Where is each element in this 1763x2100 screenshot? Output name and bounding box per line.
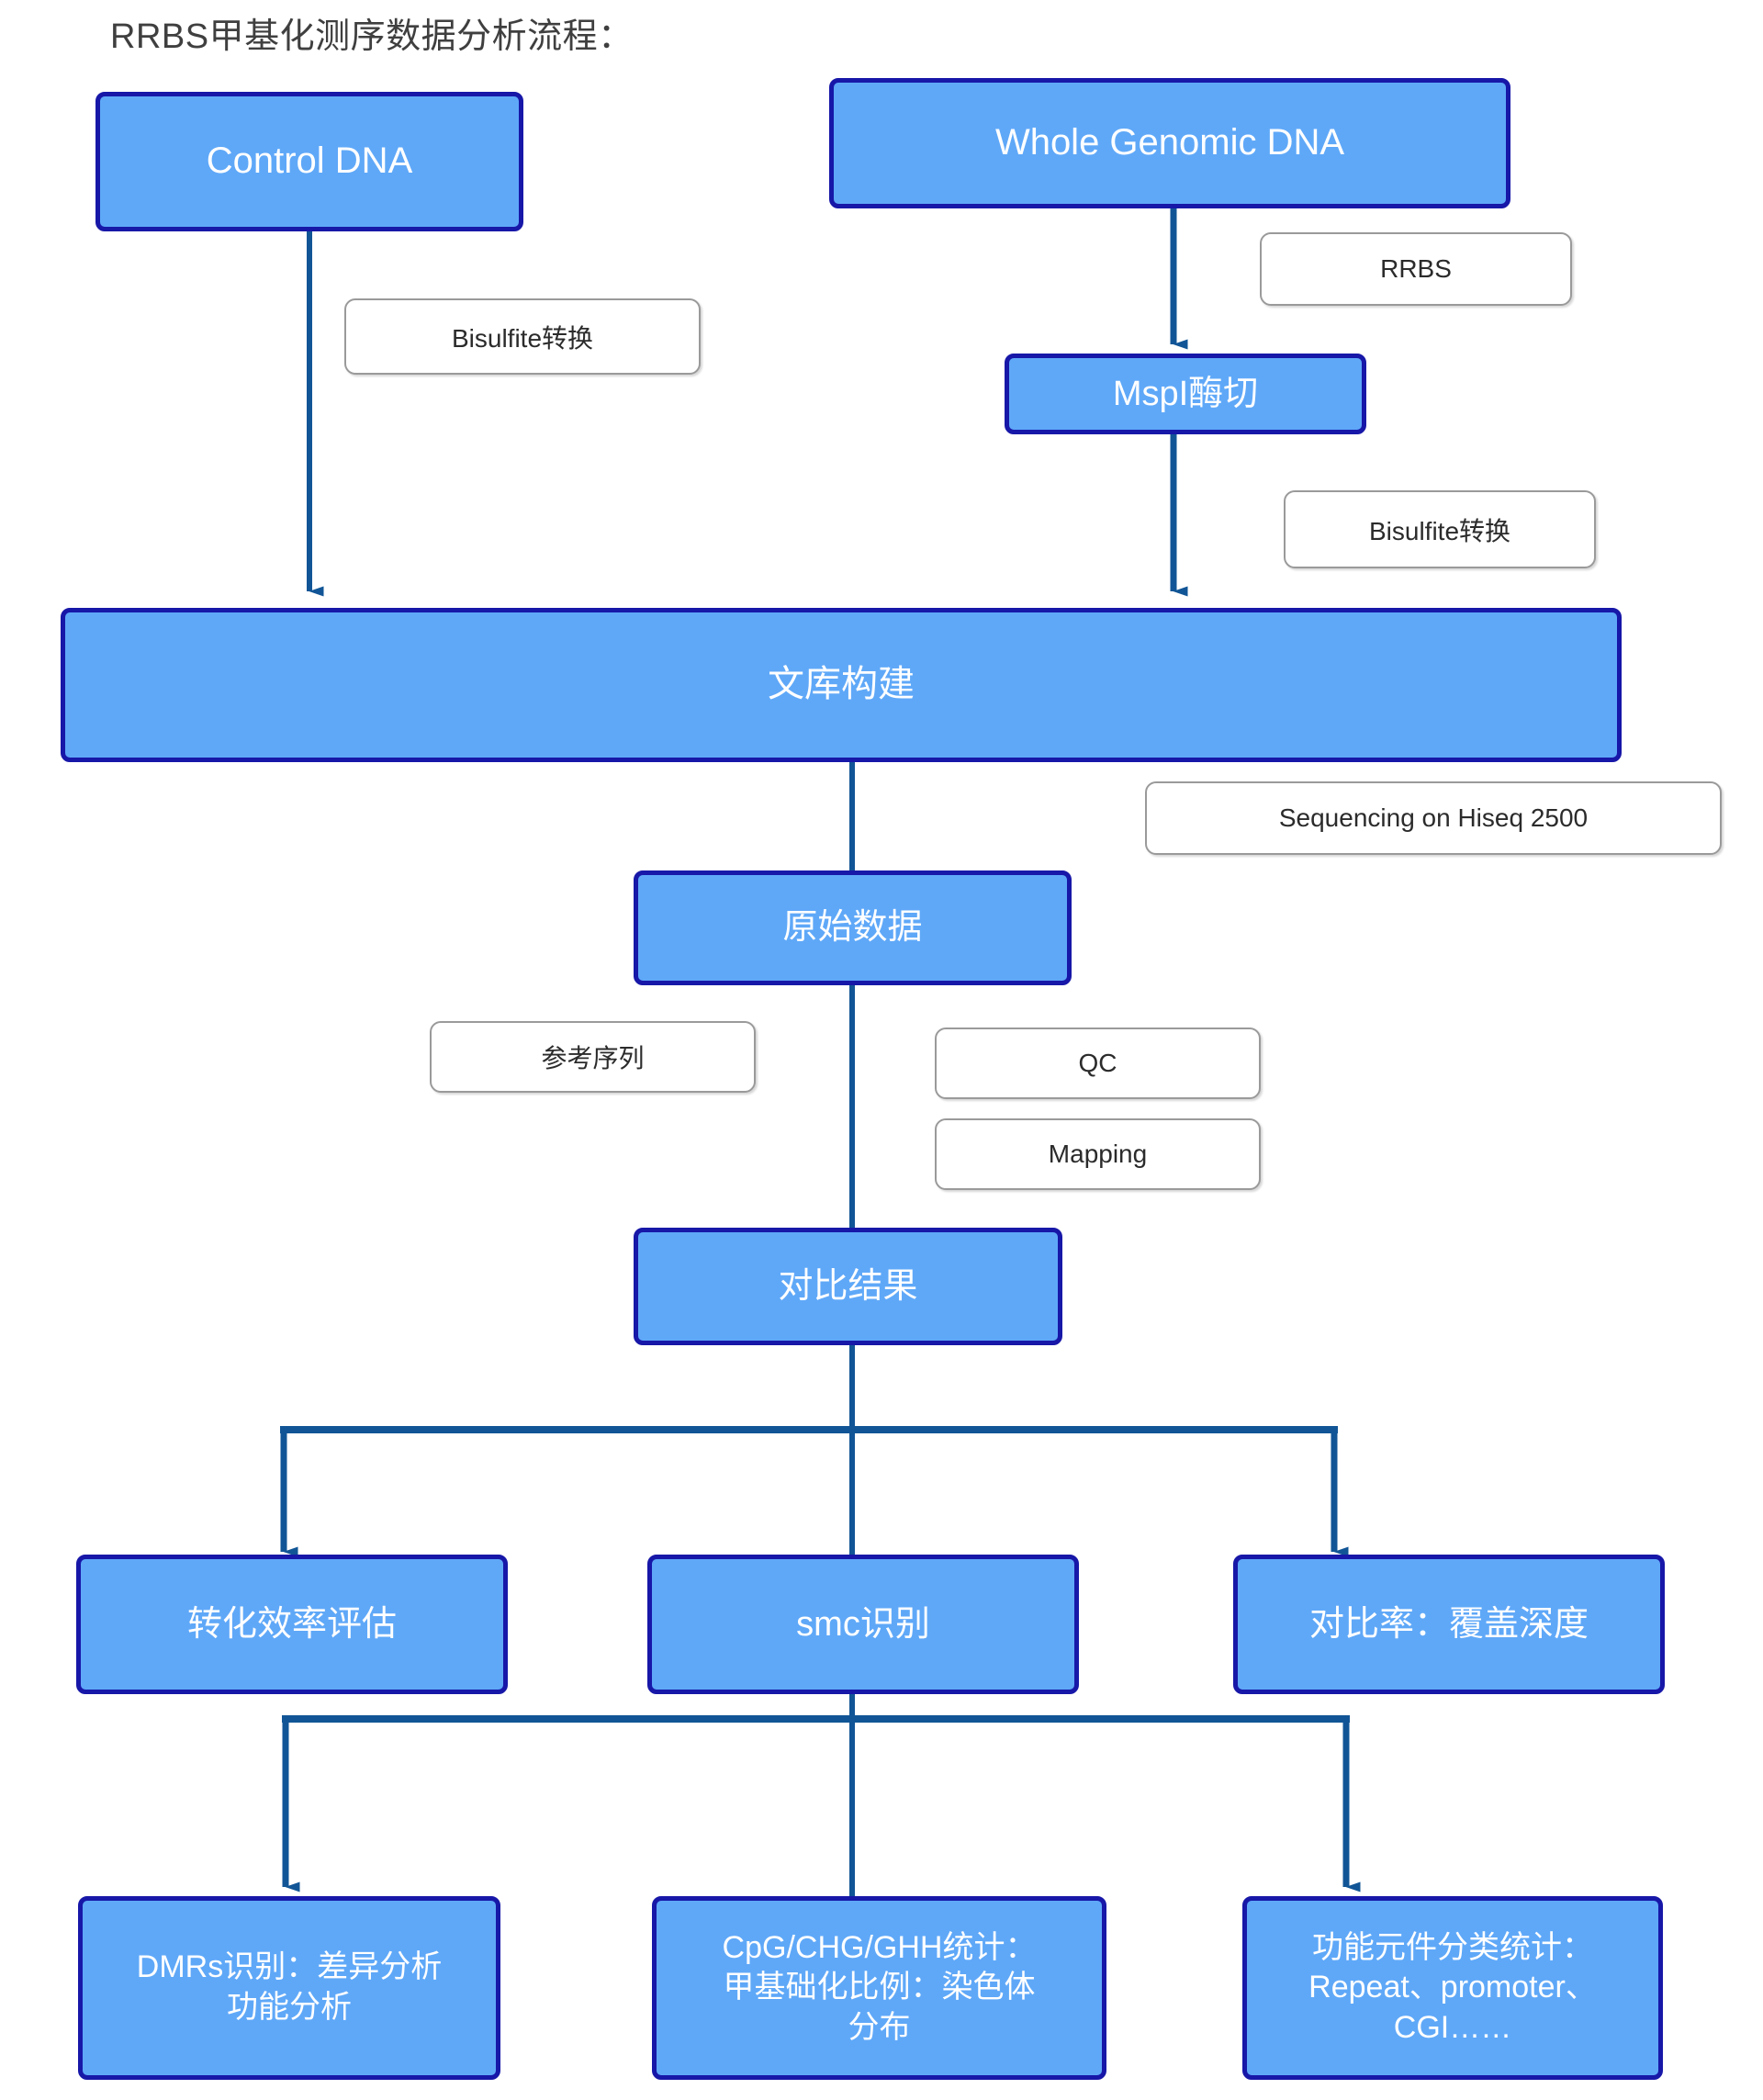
node-cpg-stats-label: CpG/CHG/GHH统计： 甲基础化比例：染色体 分布 — [722, 1929, 1037, 2045]
node-mspi-digestion[interactable]: MspI酶切 — [1005, 354, 1366, 434]
node-smc-identification-label: smc识别 — [796, 1604, 930, 1644]
node-raw-data[interactable]: 原始数据 — [634, 870, 1072, 985]
node-library-construction[interactable]: 文库构建 — [61, 608, 1622, 762]
node-raw-data-label: 原始数据 — [782, 908, 923, 948]
node-dmrs-label: DMRs识别：差异分析 功能分析 — [136, 1949, 443, 2025]
edge-label-bisulfite-right-text: Bisulfite转换 — [1368, 516, 1511, 545]
node-control-dna[interactable]: Control DNA — [95, 92, 523, 231]
edge-label-rrbs-text: RRBS — [1380, 254, 1452, 283]
edge-label-bisulfite-right[interactable]: Bisulfite转换 — [1284, 490, 1596, 568]
edge-label-bisulfite-left[interactable]: Bisulfite转换 — [344, 298, 701, 375]
edge-label-bisulfite-left-text: Bisulfite转换 — [451, 323, 594, 353]
node-mapping-rate-depth-label: 对比率：覆盖深度 — [1308, 1604, 1589, 1644]
node-alignment-result[interactable]: 对比结果 — [634, 1228, 1062, 1345]
edge-label-sequencing[interactable]: Sequencing on Hiseq 2500 — [1145, 781, 1722, 855]
node-functional-elements[interactable]: 功能元件分类统计： Repeat、promoter、 CGI…… — [1242, 1896, 1663, 2080]
node-smc-identification[interactable]: smc识别 — [647, 1555, 1079, 1694]
edge-label-rrbs[interactable]: RRBS — [1260, 232, 1572, 306]
node-mspi-digestion-label: MspI酶切 — [1112, 374, 1259, 413]
node-whole-genomic-dna-label: Whole Genomic DNA — [994, 122, 1345, 163]
node-conversion-efficiency[interactable]: 转化效率评估 — [76, 1555, 508, 1694]
node-functional-elements-label: 功能元件分类统计： Repeat、promoter、 CGI…… — [1308, 1929, 1597, 2045]
node-dmrs[interactable]: DMRs识别：差异分析 功能分析 — [78, 1896, 500, 2080]
node-whole-genomic-dna[interactable]: Whole Genomic DNA — [829, 78, 1510, 208]
edge-label-qc-text: QC — [1078, 1049, 1117, 1077]
edge-label-reference-sequence-text: 参考序列 — [541, 1044, 645, 1072]
edge-label-qc[interactable]: QC — [935, 1028, 1261, 1099]
edge-label-reference-sequence[interactable]: 参考序列 — [430, 1021, 756, 1093]
page-title: RRBS甲基化测序数据分析流程： — [110, 17, 634, 56]
node-alignment-result-label: 对比结果 — [778, 1266, 918, 1306]
edge-label-mapping-text: Mapping — [1048, 1140, 1148, 1168]
edge-label-mapping[interactable]: Mapping — [935, 1118, 1261, 1190]
edge-label-sequencing-text: Sequencing on Hiseq 2500 — [1278, 803, 1589, 832]
node-conversion-efficiency-label: 转化效率评估 — [186, 1604, 397, 1644]
node-cpg-stats[interactable]: CpG/CHG/GHH统计： 甲基础化比例：染色体 分布 — [652, 1896, 1106, 2080]
node-mapping-rate-depth[interactable]: 对比率：覆盖深度 — [1233, 1555, 1665, 1694]
node-library-construction-label: 文库构建 — [768, 664, 915, 705]
node-control-dna-label: Control DNA — [206, 140, 413, 182]
